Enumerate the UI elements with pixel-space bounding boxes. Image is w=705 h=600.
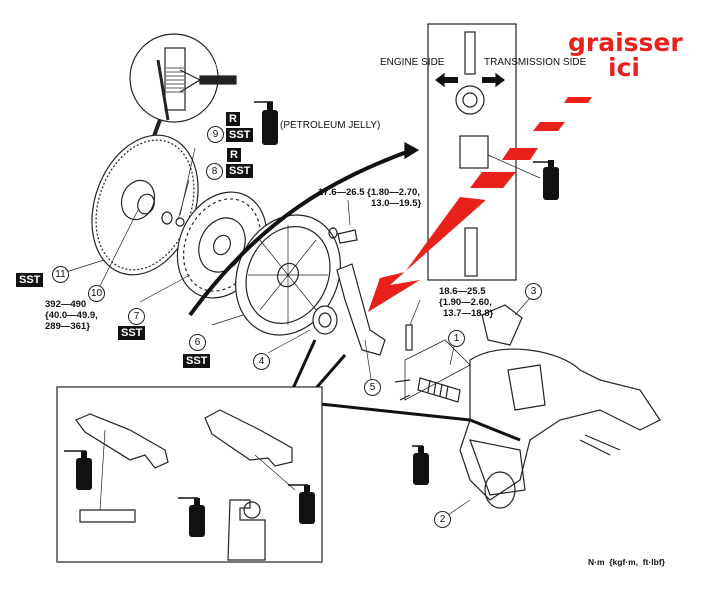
sst-badge: SST <box>226 164 254 178</box>
red-grease-here-arrow <box>368 97 592 312</box>
callout-5: 5 <box>364 379 381 396</box>
callout-4: 4 <box>253 353 270 370</box>
seal <box>175 217 185 227</box>
grease-can-icon <box>178 497 205 537</box>
release-fork-inset-box <box>56 386 323 563</box>
sealant-detail-circle <box>129 33 237 191</box>
grease-can-icon <box>288 484 315 524</box>
callout-10: 10 <box>88 285 105 302</box>
replace-badge: R <box>226 112 240 126</box>
grease-can-icon <box>64 450 92 490</box>
callout-7: 7 <box>128 308 145 325</box>
transmission-side-label: TRANSMISSION SIDE <box>484 57 587 68</box>
release-bearing <box>312 305 338 335</box>
engine-side-label: ENGINE SIDE <box>380 57 445 68</box>
sealant-label: SEALANT <box>209 65 238 71</box>
callout-8: 8 <box>206 163 223 180</box>
release-fork <box>336 263 386 356</box>
petroleum-jelly-note: (PETROLEUM JELLY) <box>280 120 381 131</box>
callout-11: 11 <box>52 266 69 283</box>
red-dash-1 <box>564 97 592 103</box>
sst-badge: SST <box>16 273 44 287</box>
callout-2: 2 <box>434 511 451 528</box>
pilot-bearing <box>161 211 173 225</box>
callout-3: 3 <box>525 283 542 300</box>
grease-here-line-1: graisser <box>568 28 683 57</box>
grease-can-icon <box>533 160 559 200</box>
pressure-plate-bolt <box>328 227 358 244</box>
sst-badge: SST <box>183 354 211 368</box>
torque-spec-pressure-plate: 17.6—26.5 {1.80—2.70,13.0—19.5} <box>318 187 422 209</box>
arrow-to-detail-box <box>188 148 413 317</box>
units-note: N·m {kgf·m, ft·lbf} <box>588 557 665 567</box>
torque-spec-release-cylinder: 18.6—25.5{1.90—2.60,13.7—18.8} <box>439 286 494 319</box>
callout-1: 1 <box>448 330 465 347</box>
engine-side-arrow-icon <box>435 72 445 88</box>
sst-badge: SST <box>226 128 254 142</box>
transmission-housing <box>459 348 661 509</box>
transmission-side-arrow-icon <box>495 72 505 88</box>
callout-9: 9 <box>207 126 224 143</box>
grease-here-note: graisser ici <box>568 28 683 82</box>
grease-can-icon <box>254 101 278 145</box>
sst-badge: SST <box>118 326 146 340</box>
grease-can-icon <box>412 445 429 485</box>
torque-spec-flywheel: 392—490{40.0—49.9,289—361} <box>45 299 98 332</box>
sealant-tube-icon <box>199 75 237 85</box>
release-fork-boot <box>481 304 523 346</box>
flywheel <box>91 59 199 276</box>
callout-6: 6 <box>189 334 206 351</box>
replace-badge: R <box>227 148 241 162</box>
grease-here-line-2: ici <box>608 53 640 82</box>
